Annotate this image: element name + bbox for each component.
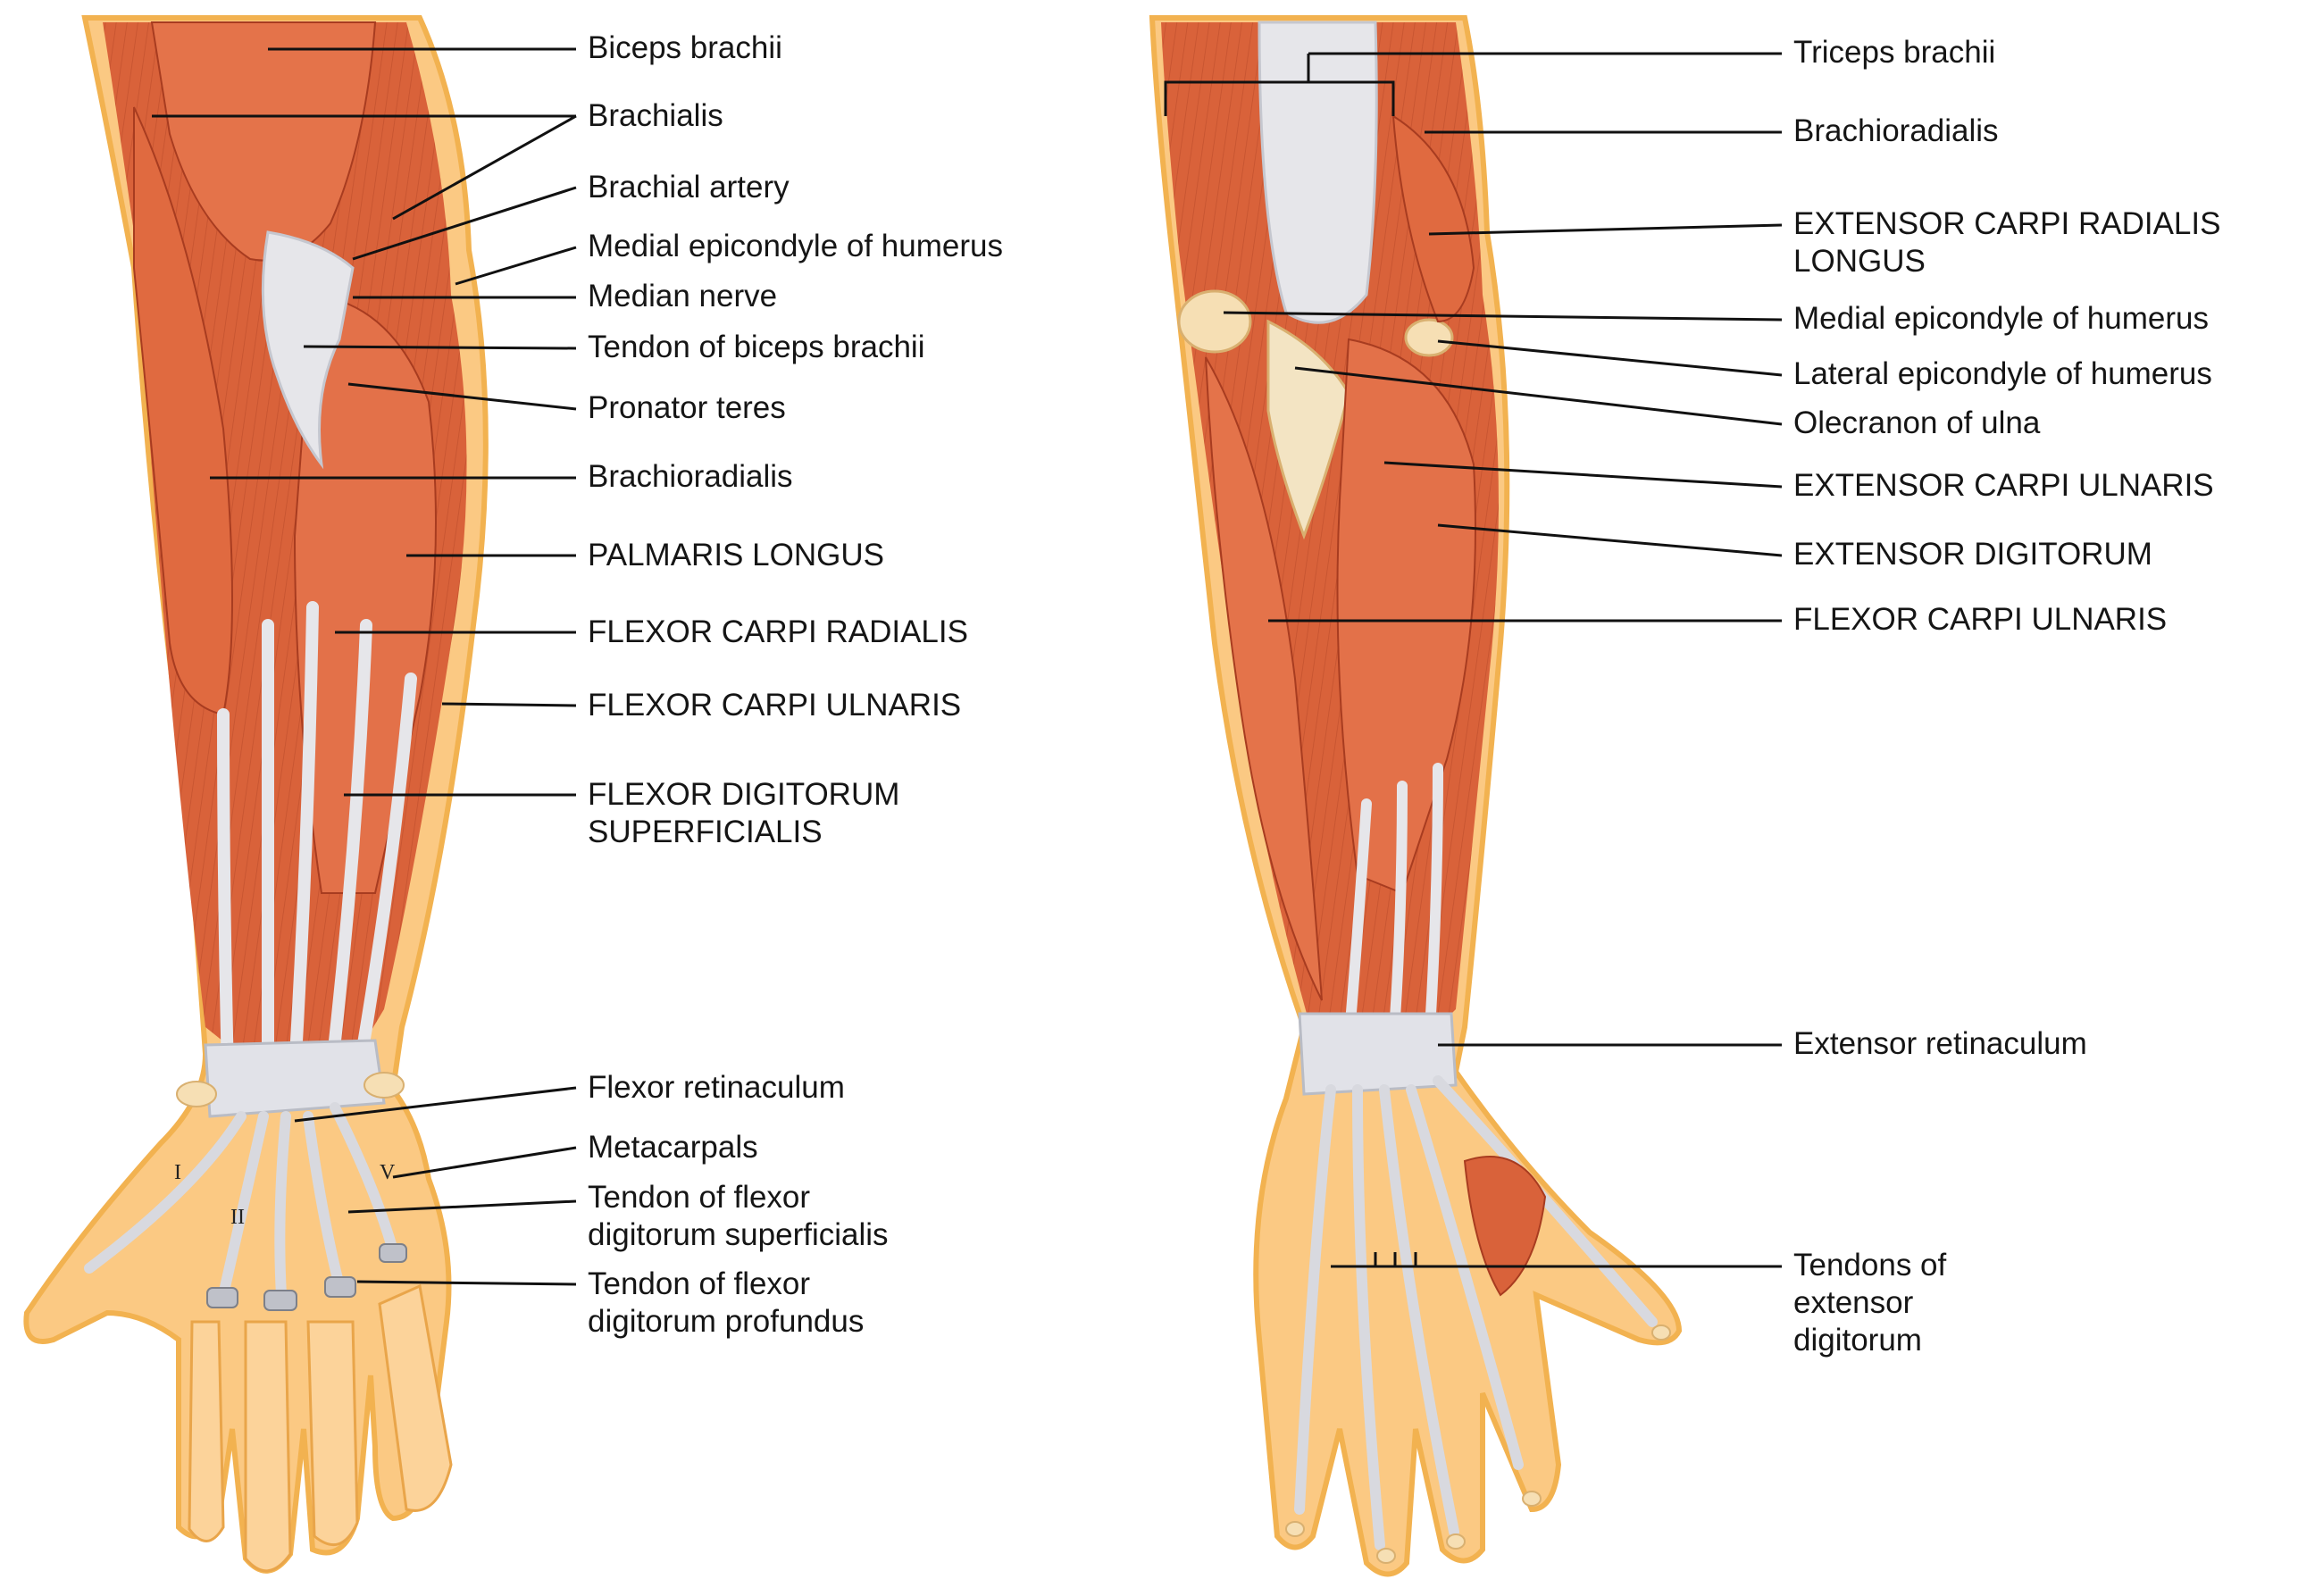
- tendon-sheaths: [206, 1243, 407, 1311]
- lateral-epicondyle-bone: [1404, 318, 1454, 357]
- label-tendon-fds: Tendon of flexor digitorum superficialis: [588, 1179, 889, 1254]
- triceps-tendon: [1258, 21, 1378, 324]
- label-tendons-extensor-digitorum: Tendons of extensor digitorum: [1793, 1247, 1946, 1359]
- olecranon-area: [1266, 319, 1350, 540]
- label-flexor-carpi-ulnaris-anterior: FLEXOR CARPI ULNARIS: [588, 688, 962, 723]
- label-extensor-digitorum: EXTENSOR DIGITORUM: [1793, 537, 2152, 572]
- label-medial-epicondyle-anterior: Medial epicondyle of humerus: [588, 229, 1003, 263]
- medial-epicondyle-bone: [1177, 289, 1252, 354]
- label-tendons-ed-line1: Tendons of: [1793, 1248, 1947, 1283]
- label-tendon-fdp-line1: Tendon of flexor: [588, 1266, 811, 1301]
- label-flexor-digitorum-superficialis: FLEXOR DIGITORUM SUPERFICIALIS: [588, 776, 899, 851]
- extensor-bellies: [1336, 338, 1476, 895]
- label-tendon-biceps: Tendon of biceps brachii: [588, 330, 925, 364]
- label-ecrl-line2: LONGUS: [1793, 244, 1926, 279]
- label-extensor-retinaculum: Extensor retinaculum: [1793, 1026, 2087, 1061]
- anterior-fingers: [188, 1283, 453, 1573]
- label-ecrl: EXTENSOR CARPI RADIALIS LONGUS: [1793, 205, 2220, 280]
- label-pronator-teres: Pronator teres: [588, 390, 786, 425]
- label-biceps-brachii: Biceps brachii: [588, 30, 782, 65]
- extensor-retinaculum-band: [1298, 1012, 1458, 1096]
- label-ecrl-line1: EXTENSOR CARPI RADIALIS: [1793, 206, 2221, 241]
- anterior-wrist-bones: [176, 1072, 405, 1107]
- palm-tendons: [84, 1102, 398, 1300]
- metacarpal-numeral-5: V: [380, 1161, 396, 1184]
- label-lateral-epicondyle: Lateral epicondyle of humerus: [1793, 356, 2212, 391]
- fingernails: [1285, 1324, 1671, 1564]
- label-metacarpals: Metacarpals: [588, 1130, 758, 1165]
- label-medial-epicondyle-posterior: Medial epicondyle of humerus: [1793, 301, 2209, 336]
- label-olecranon: Olecranon of ulna: [1793, 405, 2041, 440]
- label-tendons-ed-line3: digitorum: [1793, 1323, 1922, 1358]
- label-tendon-fds-line1: Tendon of flexor: [588, 1180, 811, 1215]
- brachioradialis-belly: [133, 106, 233, 716]
- label-brachioradialis-anterior: Brachioradialis: [588, 459, 793, 494]
- label-tendon-fds-line2: digitorum superficialis: [588, 1217, 889, 1252]
- flexor-retinaculum-band: [204, 1039, 386, 1118]
- label-ecu: EXTENSOR CARPI ULNARIS: [1793, 468, 2214, 503]
- label-fds-line2: SUPERFICIALIS: [588, 815, 823, 849]
- label-tendons-ed-line2: extensor: [1793, 1285, 1914, 1320]
- fcu-belly: [1205, 356, 1323, 1001]
- label-median-nerve: Median nerve: [588, 279, 778, 313]
- leader-lines: [152, 47, 1783, 1286]
- label-flexor-carpi-radialis: FLEXOR CARPI RADIALIS: [588, 614, 968, 649]
- label-fds-line1: FLEXOR DIGITORUM: [588, 777, 900, 812]
- label-palmaris-longus: PALMARIS LONGUS: [588, 538, 884, 572]
- label-brachial-artery: Brachial artery: [588, 170, 790, 205]
- label-tendon-fdp-line2: digitorum profundus: [588, 1304, 865, 1339]
- biceps-tendon-area: [261, 230, 355, 470]
- label-flexor-retinaculum: Flexor retinaculum: [588, 1070, 845, 1105]
- posterior-forearm: [1149, 15, 1683, 1577]
- label-flexor-carpi-ulnaris-posterior: FLEXOR CARPI ULNARIS: [1793, 602, 2168, 637]
- anterior-forearm: I II V: [23, 15, 489, 1574]
- ecrl-belly: [1391, 114, 1475, 323]
- label-brachioradialis-posterior: Brachioradialis: [1793, 113, 1999, 148]
- metacarpal-numeral-1: I: [174, 1161, 181, 1184]
- metacarpal-numeral-2: II: [230, 1206, 245, 1229]
- label-tendon-fdp: Tendon of flexor digitorum profundus: [588, 1266, 864, 1341]
- label-triceps-brachii: Triceps brachii: [1793, 35, 1996, 70]
- label-brachialis: Brachialis: [588, 98, 723, 133]
- dorsal-interossei: [1463, 1156, 1547, 1297]
- anterior-tendons: [217, 601, 417, 1087]
